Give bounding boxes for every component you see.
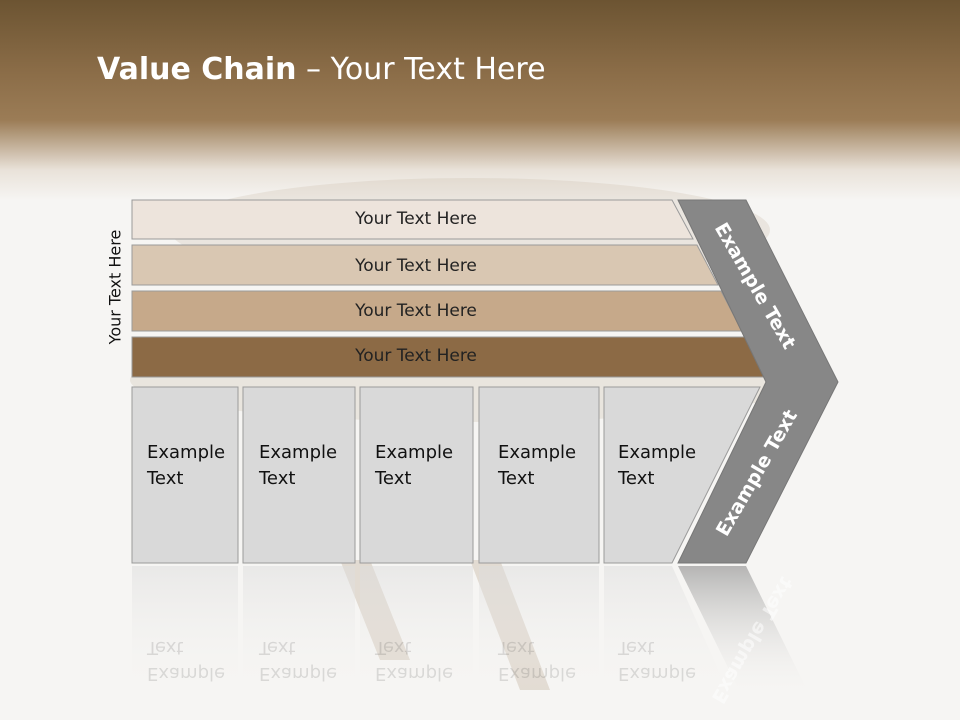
column-reflection [479,566,599,696]
column-box-1 [131,386,239,564]
column-reflection [604,566,730,696]
title-rest: – Your Text Here [296,52,546,87]
column-reflection [132,566,238,696]
band-label-1: Your Text Here [355,209,477,229]
column-box-4 [478,386,600,564]
title-bold: Value Chain [97,52,297,87]
column-reflection [243,566,355,696]
column-box-5 [603,386,761,564]
page-title: Value Chain – Your Text Here [97,52,546,87]
chevron-arrow [677,199,839,564]
chevron-reflection [678,566,810,696]
column-reflection [360,566,473,696]
header-band [0,0,960,200]
band-label-2: Your Text Here [355,256,477,276]
band-label-3: Your Text Here [355,301,477,321]
band-label-4: Your Text Here [355,346,477,366]
band-shape-2 [131,244,719,286]
column-box-3 [359,386,474,564]
column-box-2 [242,386,356,564]
band-shape-1 [131,199,694,240]
